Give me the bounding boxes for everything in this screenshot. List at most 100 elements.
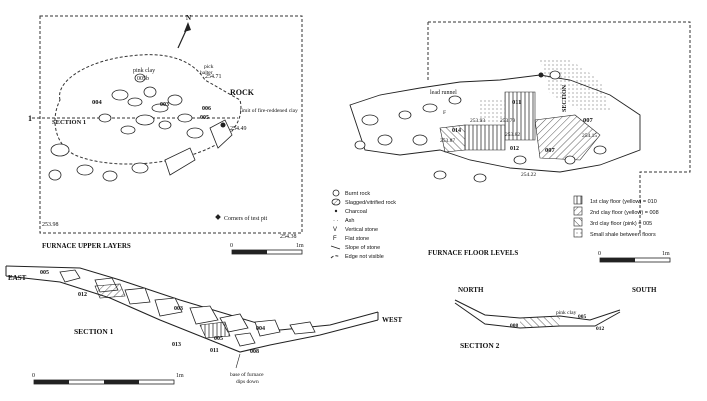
context-005: 005 [200,115,209,121]
edge-symbol [330,255,341,259]
burnt-rock-symbol [332,189,340,197]
elev-253-87: 253.87 [440,138,455,144]
stone-cluster [48,73,233,182]
hatch-diagonal-swatch [573,206,583,216]
elev-254-15: 254.15 [582,133,597,139]
east-label: EAST [8,274,27,282]
floor-stones [354,70,607,183]
context-014: 014 [452,128,461,134]
floor-plan-title: FURNACE FLOOR LEVELS [428,249,518,257]
section-1-stones [59,269,316,347]
slope-symbol [330,245,341,250]
dots-swatch [573,228,583,238]
symbol-legend: Burnt rock Slagged/vitrified rock Charco… [330,189,396,260]
upper-scale-bar: 0 1m [230,243,304,255]
s1-ctx-004: 004 [256,326,265,332]
west-label: WEST [382,316,403,324]
s1-ctx-013: 013 [172,342,181,348]
floor-005-area [439,124,466,153]
floor-pit-outline [428,21,691,234]
s1-scale-end: 1m [176,373,184,379]
floor-scale-bar: 0 1m [598,251,671,263]
legend-slag: Slagged/vitrified rock [345,200,396,206]
s1-ctx-003: 003 [174,306,183,312]
lead-runnel-label: lead runnel [430,90,457,96]
corners-label: Corners of test pit [224,215,267,222]
s2-ctx-005: 005 [578,314,587,320]
floor-datum [538,72,544,78]
s1-ctx-005a: 005 [40,270,49,276]
floor-010-area [504,91,536,141]
floor-legend-005: 3rd clay floor (pink) = 005 [590,221,652,227]
elev-253-82: 253.82 [505,132,520,138]
elev-253-79: 253.79 [500,118,515,124]
floor-legend-shale: Small shale between floors [590,232,656,238]
legend-flat-stone: Flat stone [345,236,369,242]
s1-ctx-012: 012 [78,292,87,298]
corner-marker [215,214,221,220]
upper-scale-end: 1m [296,243,304,249]
legend-burnt-rock: Burnt rock [345,191,370,197]
context-003: 003 [160,102,169,108]
section-2: NORTH SOUTH pink clay 008 005 012 SECTIO… [454,286,657,350]
floor-legend-010: 1st clay floor (yellow) = 010 [590,199,657,205]
floor-legend-008: 2nd clay floor (yellow) = 008 [590,210,659,216]
elev-254-22: 254.22 [521,172,536,178]
north-arrow: N [177,14,191,49]
limit-label: limit of fire-reddened clay [240,107,298,114]
section-1-base [5,275,379,353]
context-012: 012 [510,146,519,152]
legend-ash: Ash [345,218,354,224]
legend-edge: Edge not visible [345,254,384,260]
s1-ctx-011: 011 [210,348,219,354]
furnace-outline [54,54,242,165]
hatch-cross-swatch [573,217,583,227]
floor-plan: lead runnel 011 014 007 007 012 SECTION … [349,21,691,263]
upper-plan-title: FURNACE UPPER LAYERS [42,242,131,250]
context-007a: 007 [583,117,594,124]
test-pit-outline [39,15,303,234]
section-marker: SECTION 1 [52,119,86,126]
elevation-254-71: 254.71 [205,74,222,80]
context-007b: 007 [545,147,556,154]
section-label-vertical: SECTION [562,84,568,112]
charcoal-symbol [334,209,338,213]
s1-scale-zero: 0 [32,373,35,379]
slag-symbol [331,198,341,206]
north-label-s2: NORTH [458,286,484,294]
s2-pink-clay: pink clay [556,310,577,316]
north-label: N [186,14,191,22]
datum-point [220,122,226,128]
floor-scale-end: 1m [662,251,670,257]
elevation-254-38: 254.38 [280,234,297,240]
pink-clay-context: 005b [137,76,149,82]
section-1: EAST WEST 005 012 003 004 005 013 011 00… [5,265,403,385]
elevation-254-49: 254.49 [230,126,247,132]
section-2-surface [454,299,621,321]
upper-plan: 1 N pink clay [28,14,304,255]
section-1-title: SECTION 1 [74,327,114,336]
s2-ctx-012: 012 [596,326,605,332]
section-2-title: SECTION 2 [460,341,500,350]
s1-ctx-008: 008 [250,349,259,355]
south-label-s2: SOUTH [632,286,657,294]
section-tick: 1 [28,114,32,123]
legend-charcoal: Charcoal [345,209,367,215]
flat-stone-symbol: F [333,236,337,242]
legend-vertical-stone: Vertical stone [345,227,378,233]
elev-253-93: 253.93 [470,118,485,124]
vertical-stone-symbol: V [333,227,337,233]
pink-clay-label: pink clay [133,68,155,74]
rock-label: ROCK [230,88,255,97]
hatch-vertical-swatch [573,195,583,205]
floor-scale-zero: 0 [598,251,601,257]
section-1-scale-bar: 0 1m [32,373,184,385]
flat-marker: F [443,110,446,116]
context-011: 011 [512,99,521,106]
context-004: 004 [92,99,103,106]
elevation-253-98: 253.98 [42,222,59,228]
floor-008-area [534,114,601,161]
floor-legend: 1st clay floor (yellow) = 010 2nd clay f… [573,195,659,238]
s1-ctx-005b: 005 [214,336,223,342]
